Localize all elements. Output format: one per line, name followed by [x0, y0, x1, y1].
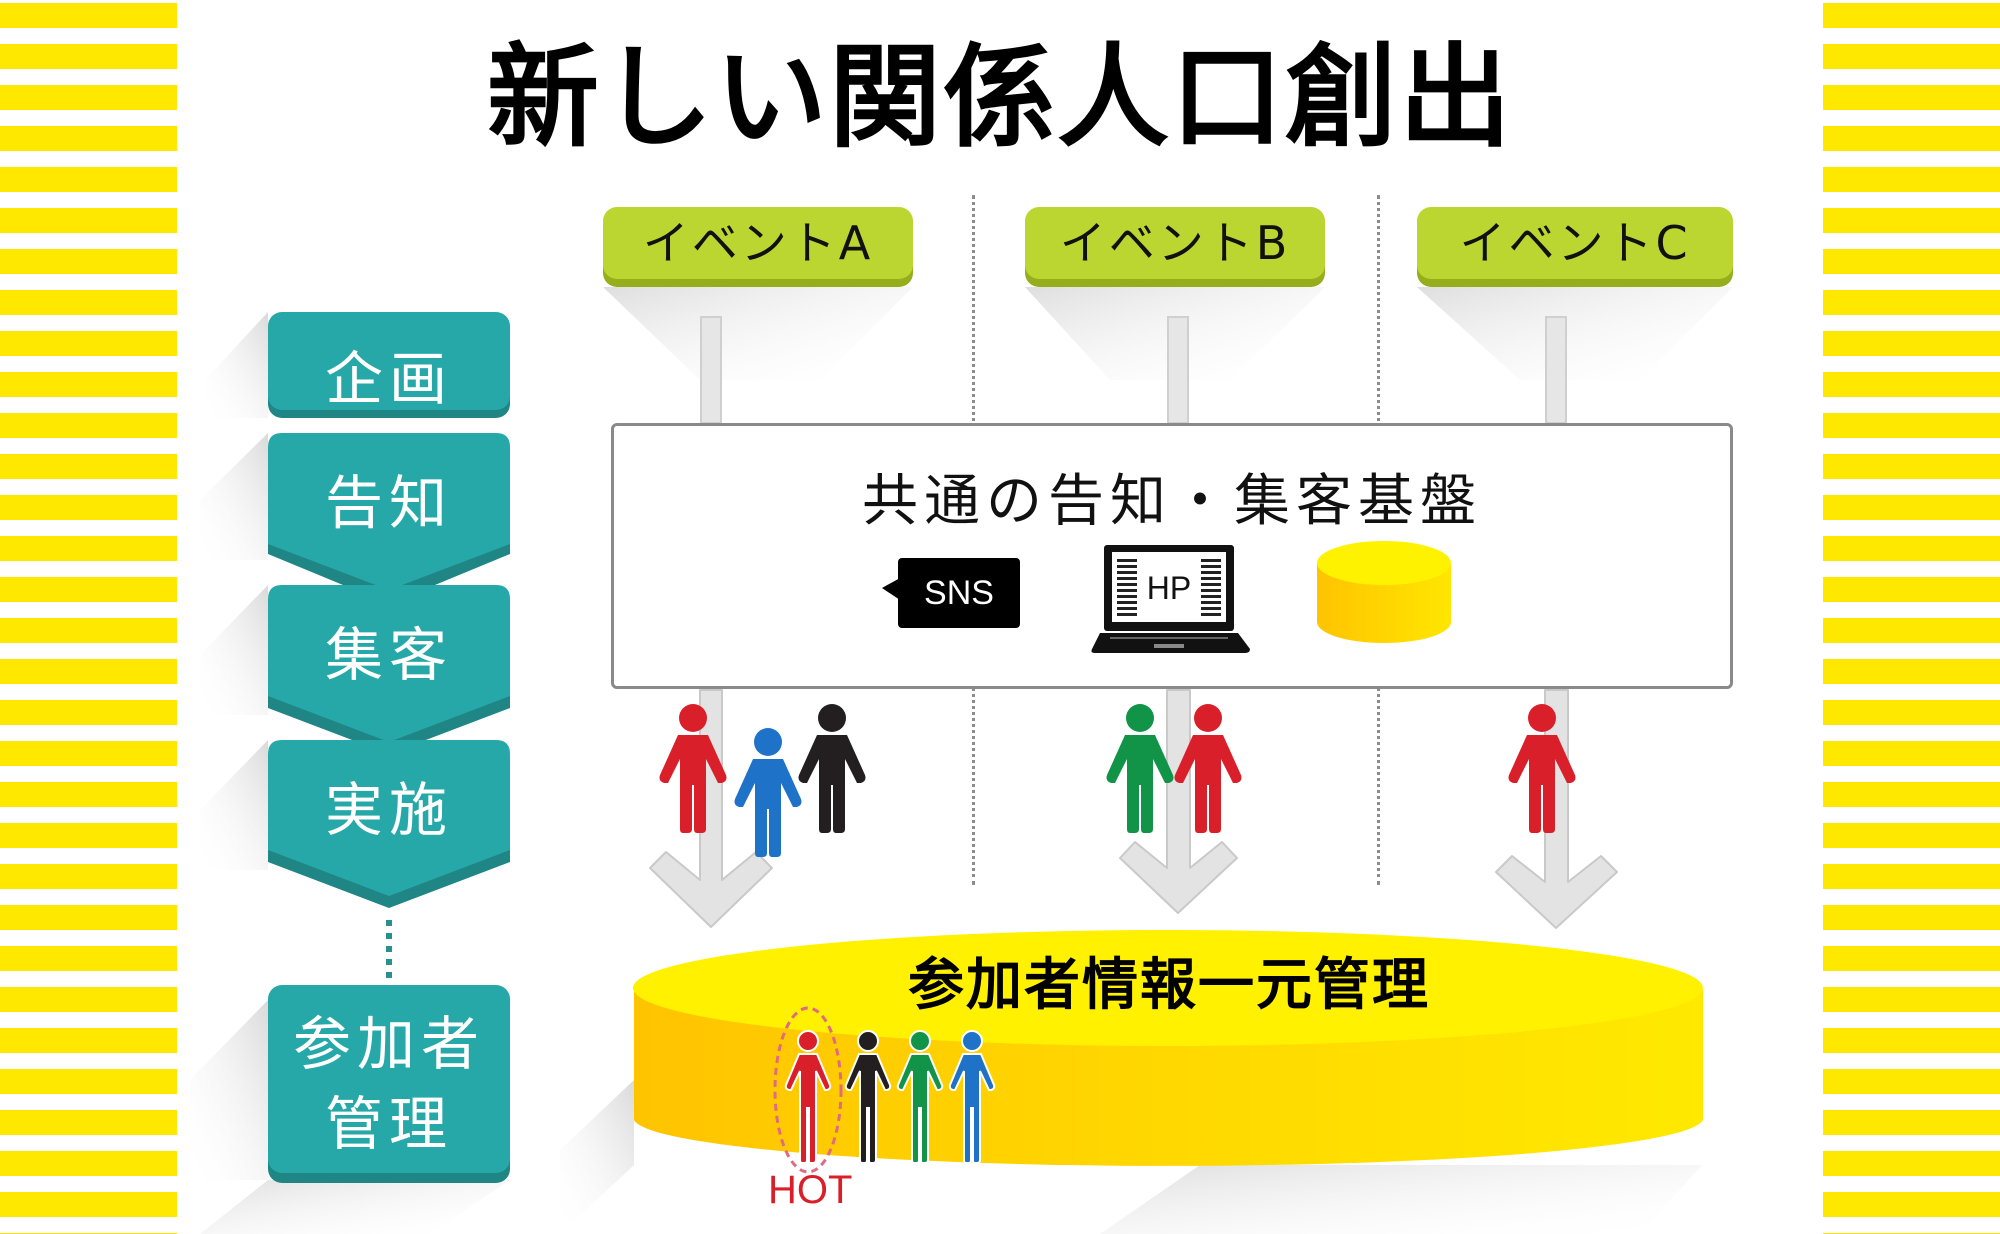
event-c-badge: イベントC	[1417, 207, 1733, 279]
hot-label: HOT	[768, 1168, 853, 1212]
sns-bubble-icon: SNS	[898, 558, 1020, 628]
stripe-border-right	[1823, 0, 2000, 1234]
step-label: 集客	[324, 621, 453, 689]
person-icon-black	[844, 1030, 892, 1164]
step-label: 告知	[324, 469, 453, 537]
step-label-line2: 管理	[324, 1090, 453, 1158]
event-a-badge: イベントA	[603, 207, 913, 279]
database-title: 参加者情報一元管理	[908, 953, 1430, 1018]
process-steps	[268, 312, 510, 1183]
step-planning: 企画	[268, 318, 510, 414]
ellipsis-dots-icon	[386, 920, 392, 980]
database-cylinder-icon	[1317, 541, 1451, 643]
step-announcement: 告知	[268, 438, 510, 548]
step-label: 企画	[324, 345, 453, 413]
stripe-border-left	[0, 0, 177, 1234]
svg-text:HP: HP	[1147, 570, 1191, 606]
step-participant-management: 参加者 管理	[268, 985, 510, 1175]
arrow-down-icon	[1119, 689, 1238, 914]
person-icon-red	[784, 1030, 832, 1164]
step-label: 実施	[324, 776, 453, 844]
sns-bubble-tail	[882, 578, 900, 600]
step-execution: 実施	[268, 745, 510, 855]
person-icon-blue	[948, 1030, 996, 1164]
laptop-hp-icon: HP	[1091, 545, 1250, 653]
arrow-down-icon	[649, 689, 773, 928]
platform-title: 共通の告知・集客基盤	[862, 469, 1482, 534]
participant-database-cylinder	[633, 930, 1703, 1166]
event-b-badge: イベントB	[1025, 207, 1325, 279]
step-label-line1: 参加者	[292, 1010, 485, 1078]
hot-highlight-ring	[773, 1006, 843, 1174]
arrow-down-icon	[1495, 689, 1618, 929]
step-attraction: 集客	[268, 590, 510, 700]
person-icon-green	[896, 1030, 944, 1164]
page-title: 新しい関係人口創出	[487, 33, 1513, 163]
